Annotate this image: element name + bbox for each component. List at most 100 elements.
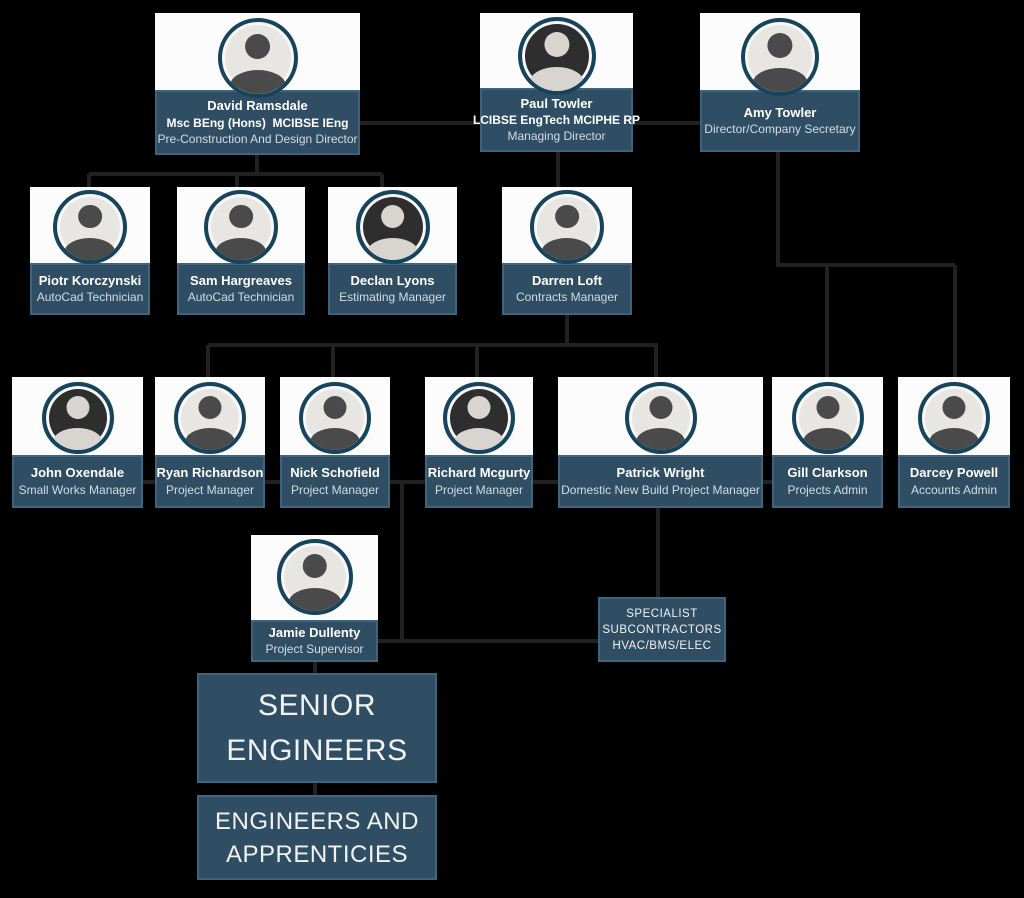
person-card-jamie-dullenty: Jamie Dullenty Project Supervisor <box>251 535 378 662</box>
portrait-photo <box>276 539 353 615</box>
person-title: Estimating Manager <box>339 290 446 305</box>
name-box: John Oxendale Small Works Manager <box>12 455 143 508</box>
person-card-piotr-korczynski: Piotr Korczynski AutoCad Technician <box>30 187 150 315</box>
person-name: Darcey Powell <box>909 465 999 481</box>
senior-engineers-box: SENIOR ENGINEERS <box>197 673 437 783</box>
photo-panel <box>558 377 763 455</box>
box-text-line: APPRENTICIES <box>225 840 409 868</box>
photo-panel <box>480 13 633 95</box>
photo-panel <box>251 535 378 620</box>
photo-panel <box>12 377 143 455</box>
portrait-photo <box>791 382 864 454</box>
connector-line <box>255 155 259 176</box>
connector-line <box>235 174 239 194</box>
connector-line <box>390 480 425 484</box>
person-name: Ryan Richardson <box>156 465 264 481</box>
person-name: Nick Schofield <box>290 465 380 481</box>
person-name: Darren Loft <box>531 272 603 288</box>
person-name: Piotr Korczynski <box>38 272 142 288</box>
connector-line <box>360 121 480 125</box>
photo-panel <box>30 187 150 264</box>
person-card-patrick-wright: Patrick Wright Domestic New Build Projec… <box>558 377 763 508</box>
box-text-line: ENGINEERS <box>226 734 408 767</box>
name-box: David Ramsdale Msc BEng (Hons) MCIBSE IE… <box>155 90 360 155</box>
person-title: Project Manager <box>165 482 255 497</box>
portrait-photo <box>217 18 298 98</box>
portrait-photo <box>355 190 430 264</box>
connector-line <box>400 482 404 643</box>
name-box: Darren Loft Contracts Manager <box>502 263 632 315</box>
person-card-sam-hargreaves: Sam Hargreaves AutoCad Technician <box>177 187 305 315</box>
person-name: John Oxendale <box>30 465 125 481</box>
photo-panel <box>155 13 360 98</box>
portrait-photo <box>517 17 596 95</box>
connector-line <box>380 174 384 194</box>
connector-line <box>143 480 155 484</box>
connector-line <box>656 508 660 597</box>
person-credentials: Msc BEng (Hons) MCIBSE IEng <box>166 115 349 130</box>
person-credentials: LCIBSE EngTech MCIPHE RP <box>472 113 641 128</box>
connector-line <box>475 345 479 386</box>
person-title: Accounts Admin <box>910 482 998 497</box>
photo-panel <box>177 187 305 264</box>
portrait-photo <box>53 190 127 264</box>
person-card-ryan-richardson: Ryan Richardson Project Manager <box>155 377 265 508</box>
connector-line <box>565 315 569 347</box>
person-title: Projects Admin <box>787 482 868 497</box>
portrait-photo <box>204 190 278 264</box>
portrait-photo <box>41 382 114 454</box>
person-name: David Ramsdale <box>207 98 308 114</box>
connector-line <box>378 639 598 643</box>
person-card-amy-towler: Amy Towler Director/Company Secretary <box>700 13 860 152</box>
box-text-line: SENIOR <box>257 689 377 722</box>
engineers-apprenticies-box: ENGINEERS AND APPRENTICIES <box>197 795 437 880</box>
person-title: Small Works Manager <box>18 482 137 497</box>
photo-panel <box>328 187 457 264</box>
name-box: Piotr Korczynski AutoCad Technician <box>30 263 150 315</box>
photo-panel <box>898 377 1010 455</box>
box-text-line: HVAC/BMS/ELEC <box>612 639 712 652</box>
name-box: Jamie Dullenty Project Supervisor <box>251 620 378 662</box>
person-name: Jamie Dullenty <box>268 624 361 640</box>
photo-panel <box>155 377 265 455</box>
photo-panel <box>700 13 860 96</box>
name-box: Nick Schofield Project Manager <box>280 455 390 508</box>
name-box: Paul Towler LCIBSE EngTech MCIPHE RP Man… <box>473 88 640 152</box>
portrait-photo <box>299 382 371 454</box>
person-card-darcey-powell: Darcey Powell Accounts Admin <box>898 377 1010 508</box>
person-name: Amy Towler <box>743 104 817 120</box>
box-text-line: ENGINEERS AND <box>215 807 419 835</box>
person-card-nick-schofield: Nick Schofield Project Manager <box>280 377 390 508</box>
name-box: Richard Mcgurty Project Manager <box>425 455 533 508</box>
person-card-john-oxendale: John Oxendale Small Works Manager <box>12 377 143 508</box>
person-title: Managing Director <box>507 129 606 144</box>
connector-line <box>208 343 658 347</box>
name-box: Ryan Richardson Project Manager <box>155 455 265 508</box>
person-name: Declan Lyons <box>350 272 435 288</box>
portrait-photo <box>443 382 515 454</box>
person-title: Pre-Construction And Design Director <box>157 131 358 146</box>
name-box: Gill Clarkson Projects Admin <box>772 455 883 508</box>
photo-panel <box>280 377 390 455</box>
name-box: Darcey Powell Accounts Admin <box>898 455 1010 508</box>
connector-line <box>778 263 955 267</box>
person-title: Director/Company Secretary <box>704 122 856 137</box>
connector-line <box>654 345 658 386</box>
connector-line <box>953 265 957 386</box>
person-title: Project Manager <box>434 482 524 497</box>
photo-panel <box>425 377 533 455</box>
person-name: Sam Hargreaves <box>190 272 292 288</box>
person-title: Project Supervisor <box>265 642 364 657</box>
person-name: Patrick Wright <box>616 465 705 481</box>
connector-line <box>556 152 560 196</box>
name-box: Amy Towler Director/Company Secretary <box>700 90 860 152</box>
photo-panel <box>772 377 883 455</box>
specialist-subcontractors-box: SPECIALIST SUBCONTRACTORS HVAC/BMS/ELEC <box>598 597 726 662</box>
portrait-photo <box>174 382 246 454</box>
person-title: AutoCad Technician <box>187 290 295 305</box>
person-card-darren-loft: Darren Loft Contracts Manager <box>502 187 632 315</box>
connector-line <box>87 174 91 196</box>
connector-line <box>533 480 558 484</box>
portrait-photo <box>741 18 819 96</box>
person-title: Contracts Manager <box>515 290 619 305</box>
